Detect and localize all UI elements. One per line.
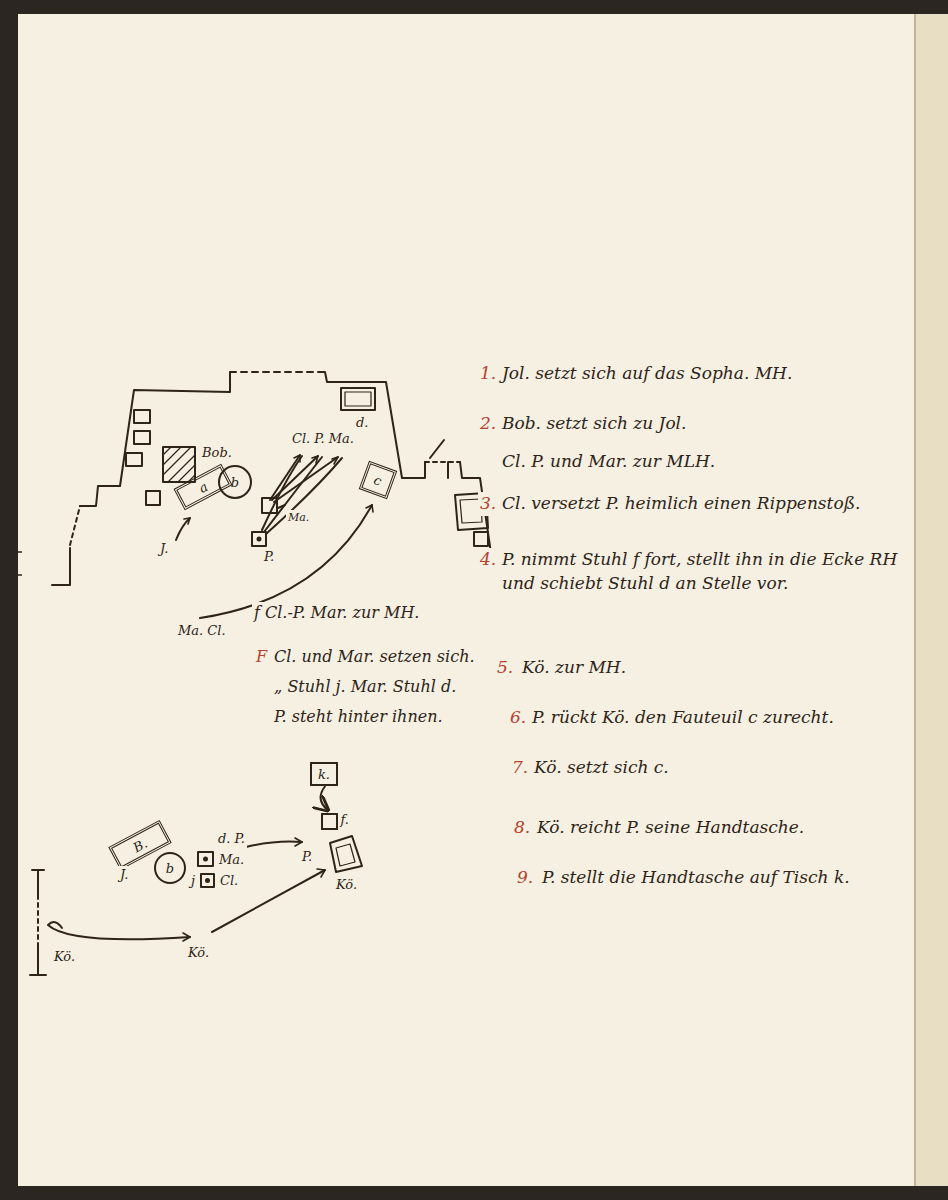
movement-arrow [48, 922, 190, 939]
movement-arrow [246, 842, 302, 847]
sub-note: P. steht hinter ihnen. [272, 706, 445, 728]
cabinet [345, 392, 371, 406]
actor-label: P. [300, 848, 314, 866]
margin-tick [14, 574, 22, 576]
chair-dot [206, 879, 209, 882]
chair-d [198, 852, 213, 866]
sub-note: „ Stuhl j. Mar. Stuhl d. [272, 676, 458, 698]
chair [146, 491, 160, 505]
chair-f: f. [321, 813, 338, 830]
sub-note: Cl. und Mar. setzen sich. [272, 646, 477, 668]
actor-label: Kö. [186, 944, 211, 962]
callout-number: 3. [478, 492, 498, 516]
stage-wall [37, 870, 39, 895]
node-label: B. [131, 836, 149, 854]
actor-label: Ma. [217, 851, 246, 869]
callout-number: 8. [512, 816, 532, 840]
blocking-note: Kö. reicht P. seine Handtasche. [535, 816, 909, 840]
blocking-note: P. rückt Kö. den Fauteuil c zurecht. [530, 706, 909, 730]
page-gutter [914, 14, 916, 1186]
door-opening [37, 895, 39, 945]
movement-arrow [266, 458, 342, 534]
blocking-note: Bob. setzt sich zu Jol. [500, 412, 904, 436]
movement-connector [321, 786, 328, 811]
actor-label: Cl. [218, 872, 240, 890]
callout-number: 4. [478, 548, 498, 572]
stage-wall [37, 945, 39, 975]
stage-wall [30, 974, 46, 976]
chair [126, 453, 142, 466]
table-k: k. [310, 762, 338, 786]
fauteuil-c [336, 844, 355, 866]
blocking-note: Cl. versetzt P. heimlich einen Rippensto… [500, 492, 904, 516]
blocking-note: Cl. P. und Mar. zur MLH. [500, 450, 904, 474]
chair [134, 410, 150, 423]
blocking-note: Kö. zur MH. [520, 656, 904, 680]
callout-number: 7. [510, 756, 530, 780]
cabinet [341, 388, 375, 410]
stage-wall [32, 869, 44, 871]
stage-wall [80, 372, 230, 506]
node-label: c [372, 473, 383, 488]
paper-page [18, 14, 915, 1186]
chair-dot [258, 538, 261, 541]
blocking-note: Jol. setzt sich auf das Sopha. MH. [500, 362, 904, 386]
chair [134, 431, 150, 444]
actor-label: P. [262, 548, 276, 566]
node-label: b [231, 476, 239, 489]
node-label: k. [318, 768, 330, 781]
movement-arrow [278, 505, 285, 508]
sub-note: f Cl.-P. Mar. zur MH. [252, 602, 421, 624]
callout-letter: F [254, 646, 269, 668]
furniture-label: d. [354, 414, 370, 432]
door-opening [425, 461, 460, 463]
chair-j [201, 874, 214, 887]
margin-tick [14, 551, 22, 553]
movement-arrow [212, 870, 325, 932]
actor-label: Ma. Cl. [176, 622, 228, 640]
chair-j [252, 532, 266, 546]
next-page-edge [915, 14, 948, 1186]
blocking-note: Kö. setzt sich c. [532, 756, 906, 780]
actor-label: Bob. [200, 444, 234, 462]
node-label: b [166, 862, 174, 875]
door-opening [70, 506, 80, 545]
movement-arrow [176, 518, 190, 540]
callout-number: 5. [495, 656, 515, 680]
table-circle: b [218, 465, 252, 499]
callout-number: 2. [478, 412, 498, 436]
actor-label: Kö. [334, 876, 359, 894]
actor-label: d. P. [216, 830, 247, 848]
fauteuil-c [330, 836, 362, 872]
chair-dot [204, 858, 207, 861]
actor-label: J. [118, 866, 130, 884]
table [163, 447, 195, 482]
callout-number: 1. [478, 362, 498, 386]
chair [474, 532, 488, 546]
door-jamb [447, 462, 449, 478]
table-circle: b [154, 852, 186, 884]
actor-label: Kö. [52, 948, 77, 966]
movement-arrow [264, 457, 322, 532]
callout-number: 6. [508, 706, 528, 730]
blocking-note: P. nimmt Stuhl f fort, stellt ihn in die… [500, 548, 904, 596]
upstage-opening [230, 371, 325, 373]
furniture-label: j [189, 872, 197, 890]
blocking-note: P. stellt die Handtasche auf Tisch k. [540, 866, 909, 890]
node-label: f. [341, 813, 349, 826]
callout-number: 9. [515, 866, 535, 890]
door-handle [430, 440, 444, 458]
actor-label: Ma. [286, 510, 311, 525]
stage-wall [52, 548, 70, 585]
actor-label: J. [158, 540, 170, 558]
actor-label: Cl. P. Ma. [290, 430, 356, 448]
node-label: a [197, 479, 210, 494]
